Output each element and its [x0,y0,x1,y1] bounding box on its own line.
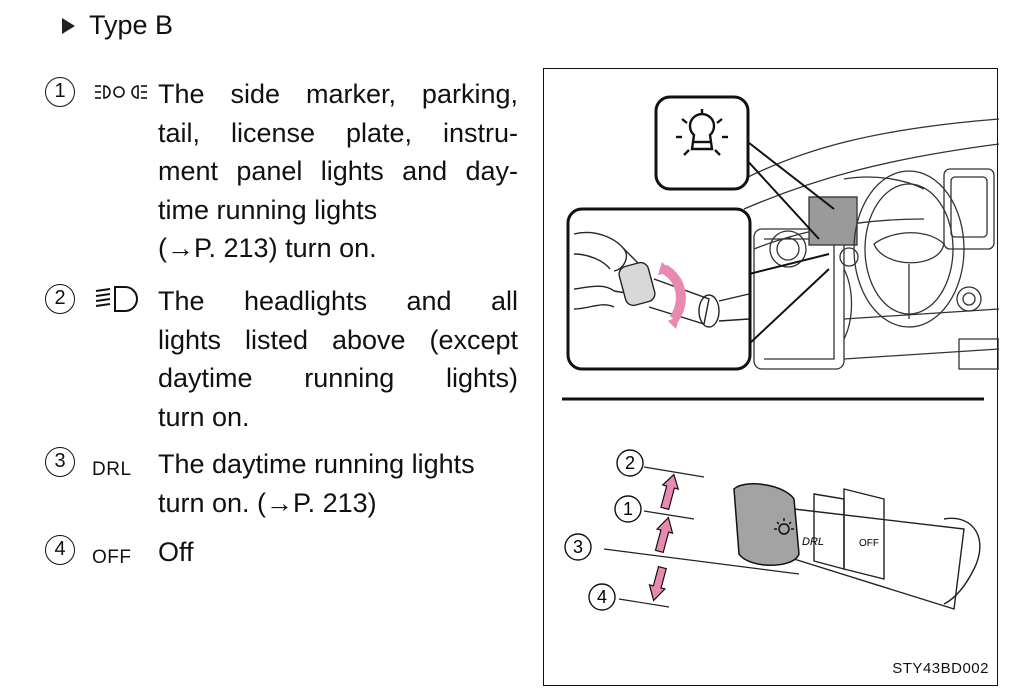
callout-1: 1 [623,499,633,519]
illustration: DRL OFF 2 1 3 4 [562,95,999,611]
headlight-icon [93,282,149,316]
side-marker-lights-icon [93,75,149,109]
item-number: 3 [45,447,75,477]
desc-line: daytime running lights) [158,363,518,393]
off-symbol: OFF [92,547,132,568]
triangle-bullet-icon [62,17,75,34]
lever-drl-label: DRL [802,536,824,548]
item-number: 4 [45,535,75,565]
light-bulb-icon [676,109,728,156]
item-description: Off [158,533,518,572]
desc-line: lights listed above (except [158,324,518,355]
desc-line: The side marker, parking, [158,79,518,109]
drl-symbol: DRL [92,459,132,480]
callout-2: 2 [625,453,635,473]
desc-line: The headlights and all [158,286,518,316]
figure-code: STY43BD002 [892,660,989,677]
callout-3: 3 [573,537,583,557]
callout-4: 4 [597,587,607,607]
illustration-figure: DRL OFF 2 1 3 4 STY43BD002 [543,68,999,686]
desc-line: time running lights [158,194,378,225]
desc-line: turn on. [158,401,250,432]
desc-line: ment panel lights and day- [158,156,518,186]
desc-line: (→P. 213) turn on. [158,233,377,263]
bulb-callout [654,95,835,240]
item-number: 1 [45,77,75,107]
hand-inset [566,207,830,371]
desc-line: The daytime running lights [158,449,475,479]
lever-detail: DRL OFF 2 1 3 4 [564,449,981,611]
item-number: 2 [45,284,75,314]
item-description: The headlights and all lights listed abo… [158,282,518,436]
item-description: The side marker, parking, tail, license … [158,75,518,268]
desc-line: tail, license plate, instru- [158,117,518,148]
desc-line: turn on. (→P. 213) [158,487,377,518]
item-description: The daytime running lights turn on. (→P.… [158,445,518,522]
lever-off-label: OFF [859,538,879,549]
section-heading: Type B [62,10,173,41]
section-heading-text: Type B [89,10,174,40]
desc-line: Off [158,537,194,567]
dashboard-drawing [743,118,999,370]
